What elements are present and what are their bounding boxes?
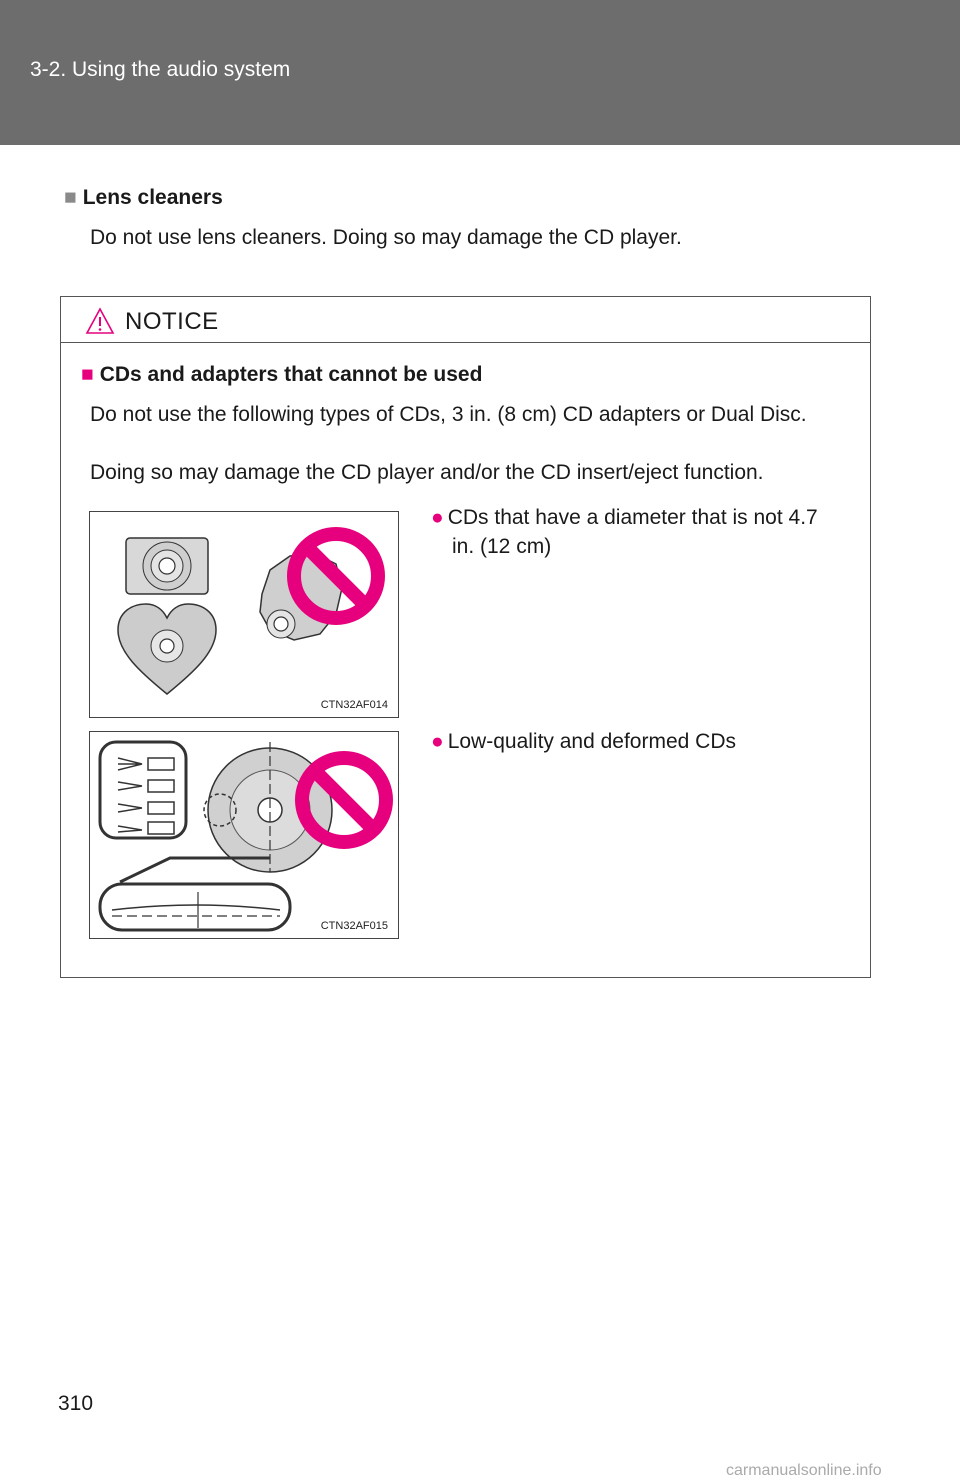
- section-body: Do not use lens cleaners. Doing so may d…: [90, 226, 682, 249]
- watermark: carmanualsonline.info: [726, 1462, 882, 1479]
- deformed-cds-illustration: [98, 740, 393, 932]
- square-bullet-icon: ■: [81, 363, 94, 386]
- warning-triangle-icon: [85, 307, 115, 334]
- page-number: 310: [58, 1392, 94, 1415]
- odd-shaped-cds-illustration: [117, 527, 385, 695]
- notice-subheading-text: CDs and adapters that cannot be used: [99, 363, 483, 386]
- page-header: 3-2. Using the audio system: [0, 0, 960, 145]
- notice-paragraph-2: Doing so may damage the CD player and/or…: [90, 461, 764, 484]
- bullet-text-line1: CDs that have a diameter that is not 4.7: [447, 506, 818, 529]
- header-title: 3-2. Using the audio system: [30, 58, 291, 81]
- bullet-text: Low-quality and deformed CDs: [447, 730, 736, 753]
- figure-code: CTN32AF015: [320, 920, 388, 932]
- notice-subheading: ■CDs and adapters that cannot be used: [81, 363, 482, 387]
- notice-label: NOTICE: [125, 308, 219, 335]
- bullet-text-line2: in. (12 cm): [452, 535, 552, 558]
- section-heading: ■Lens cleaners: [64, 186, 223, 210]
- prohibition-icon: [287, 527, 385, 625]
- figure-deformed-cds: CTN32AF015: [89, 731, 399, 939]
- bullet-item-diameter: ●CDs that have a diameter that is not 4.…: [431, 503, 861, 561]
- figure-odd-shaped-cds: CTN32AF014: [89, 511, 399, 718]
- circle-bullet-icon: ●: [431, 506, 444, 529]
- notice-header: NOTICE: [61, 297, 870, 343]
- square-bullet-icon: ■: [64, 186, 77, 209]
- section-heading-text: Lens cleaners: [82, 186, 223, 209]
- circle-bullet-icon: ●: [431, 730, 444, 753]
- notice-box: NOTICE ■CDs and adapters that cannot be …: [60, 296, 871, 978]
- bullet-item-deformed: ●Low-quality and deformed CDs: [431, 727, 861, 756]
- prohibition-icon: [295, 751, 393, 849]
- figure-code: CTN32AF014: [320, 699, 388, 711]
- notice-paragraph-1: Do not use the following types of CDs, 3…: [90, 403, 807, 426]
